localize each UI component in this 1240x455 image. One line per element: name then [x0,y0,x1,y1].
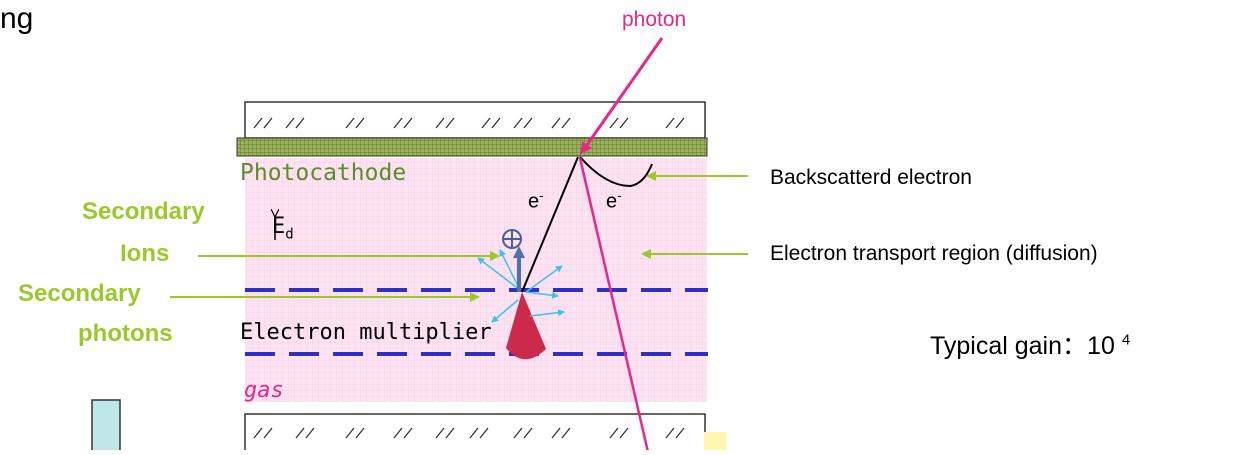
backscattered-electron-label: Backscatterd electron [770,166,972,189]
photoelectron-label: e- [528,188,543,214]
electron-multiplier-label: Electron multiplier [240,320,492,345]
electron-symbol: e [606,190,618,213]
drift-field-label: Ed [272,214,294,242]
photocathode-layer [236,137,708,157]
top-window [244,101,706,139]
electron-symbol: e [528,190,540,213]
cut-off-title-text: ng [0,2,34,35]
drift-field-subscript: d [285,226,294,243]
avalanche-cone [506,292,546,360]
electron-charge: - [539,188,544,203]
secondary-photons-label-line2: photons [78,320,173,347]
typical-gain-exponent: 4 [1121,331,1131,349]
typical-gain-text: Typical gain [930,332,1063,360]
secondary-ions-label-line1: Secondary [82,198,205,225]
typical-gain-base: 10 [1087,332,1115,360]
drift-field-symbol: E [272,214,286,239]
photocathode-label: Photocathode [240,160,407,186]
photoelectron-path [521,156,579,293]
gas-label: gas [244,378,284,403]
typical-gain-colon: ： [1062,332,1088,360]
gas-region [245,158,707,402]
photon-label: photon [622,8,687,31]
highlight-mark [704,432,726,450]
photon-path-in [580,37,664,155]
backscattered-electron-symbol: e- [606,188,621,214]
transport-region-label: Electron transport region (diffusion) [770,242,1098,265]
light-guide-block [91,399,121,455]
typical-gain-label: Typical gain：10 4 [930,326,1130,362]
secondary-ions-label-line2: Ions [120,240,170,267]
bottom-window-hatching [253,427,685,439]
secondary-photon-arrows [477,249,565,323]
electron-charge: - [617,188,622,203]
secondary-photons-label-line1: Secondary [18,280,141,307]
photon-path-through [578,157,650,453]
top-window-hatching [253,117,685,129]
